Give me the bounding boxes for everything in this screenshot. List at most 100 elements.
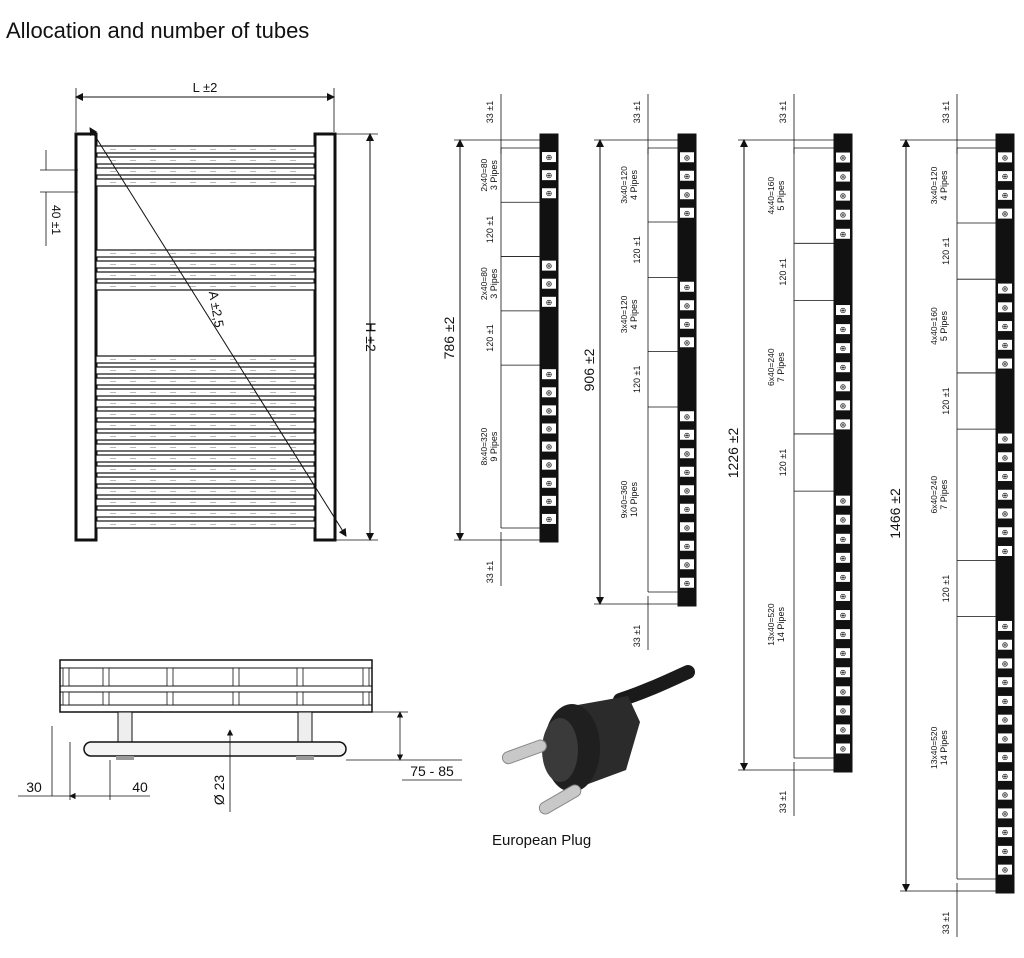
tube [836, 743, 850, 754]
tube-marker: ⊕ [1002, 510, 1009, 519]
tube-marker: ⊕ [1002, 491, 1009, 500]
tube [542, 423, 556, 434]
tube-marker: ⊕ [1002, 791, 1009, 800]
group-pipes-label: 10 Pipes [629, 481, 639, 517]
tube [836, 152, 850, 163]
tube [836, 533, 850, 544]
tube-marker: ⊕ [684, 320, 691, 329]
group-calc-label: 3x40=120 [619, 295, 629, 333]
tube [542, 369, 556, 380]
tube-marker: ⊕ [840, 630, 847, 639]
bottom-gap-label: 33 ±1 [485, 561, 495, 583]
tube [836, 667, 850, 678]
tube [836, 686, 850, 697]
group-pipes-label: 14 Pipes [939, 730, 949, 766]
group-pipes-label: 4 Pipes [629, 299, 639, 330]
tube [998, 770, 1012, 781]
tube [998, 695, 1012, 706]
tube-marker: ⊕ [840, 706, 847, 715]
tube [998, 620, 1012, 631]
group-pipes-label: 3 Pipes [489, 160, 499, 191]
tube-marker: ⊕ [1002, 716, 1009, 725]
tube-marker: ⊕ [546, 298, 553, 307]
tube [836, 514, 850, 525]
tube-marker: ⊕ [840, 535, 847, 544]
tube [998, 808, 1012, 819]
side-rib [102, 667, 110, 687]
tube [998, 489, 1012, 500]
tube-marker: ⊕ [1002, 772, 1009, 781]
gap-label: 120 ±1 [485, 324, 495, 351]
gap-label: 120 ±1 [941, 575, 951, 602]
tube [836, 324, 850, 335]
tube-marker: ⊕ [684, 338, 691, 347]
side-rib [166, 691, 174, 706]
front-bar [95, 377, 316, 386]
tube [542, 188, 556, 199]
tube-marker: ⊕ [684, 301, 691, 310]
tube [836, 171, 850, 182]
tube [998, 733, 1012, 744]
tube [998, 527, 1012, 538]
tube [680, 540, 694, 551]
front-bar [95, 454, 316, 463]
tube-marker: ⊕ [684, 560, 691, 569]
tube [542, 477, 556, 488]
tube [680, 429, 694, 440]
tube [998, 339, 1012, 350]
front-bar [95, 421, 316, 430]
tube [542, 441, 556, 452]
gap-label: 120 ±1 [485, 216, 495, 243]
group-calc-label: 9x40=360 [619, 480, 629, 518]
tube-marker: ⊕ [1002, 622, 1009, 631]
front-bar [95, 156, 316, 165]
tube-marker: ⊕ [546, 153, 553, 162]
width-label: L ±2 [193, 80, 218, 95]
tube-marker: ⊕ [684, 468, 691, 477]
gap-label: 120 ±1 [632, 236, 642, 263]
tube [680, 522, 694, 533]
group-pipes-label: 9 Pipes [489, 431, 499, 462]
tube [998, 302, 1012, 313]
tube [998, 752, 1012, 763]
offset-label: 30 [26, 779, 42, 795]
tube [680, 485, 694, 496]
tube-marker: ⊕ [684, 153, 691, 162]
tube-marker: ⊕ [1002, 528, 1009, 537]
tube-marker: ⊕ [840, 382, 847, 391]
side-rib [232, 691, 240, 706]
group-calc-label: 6x40=240 [766, 348, 776, 386]
tube [836, 305, 850, 316]
side-rib [232, 667, 240, 687]
tube-marker: ⊕ [1002, 360, 1009, 369]
side-rib [296, 667, 304, 687]
tube [998, 789, 1012, 800]
group-pipes-label: 14 Pipes [776, 607, 786, 643]
depth-label: 75 - 85 [410, 763, 454, 779]
tube [836, 228, 850, 239]
front-view: L ±2 H ±2 A ±2,5 40 ±1 [40, 80, 379, 542]
top-gap-label: 33 ±1 [632, 101, 642, 123]
tube-marker: ⊕ [840, 497, 847, 506]
group-pipes-label: 5 Pipes [776, 180, 786, 211]
tube-marker: ⊕ [840, 516, 847, 525]
top-gap-label: 33 ±1 [778, 101, 788, 123]
tube-marker: ⊕ [1002, 210, 1009, 219]
tube [836, 419, 850, 430]
side-rib [296, 691, 304, 706]
side-rib [362, 667, 370, 687]
tube [680, 559, 694, 570]
page-title: Allocation and number of tubes [6, 18, 310, 43]
tube-marker: ⊕ [840, 744, 847, 753]
top-gap-label: 33 ±1 [485, 101, 495, 123]
tube [836, 495, 850, 506]
tube [680, 152, 694, 163]
tube-marker: ⊕ [684, 579, 691, 588]
tube-marker: ⊕ [840, 420, 847, 429]
tube [680, 170, 694, 181]
front-bar [95, 399, 316, 408]
group-calc-label: 2x40=80 [479, 267, 489, 300]
tube-marker: ⊕ [1002, 322, 1009, 331]
front-bar [95, 465, 316, 474]
